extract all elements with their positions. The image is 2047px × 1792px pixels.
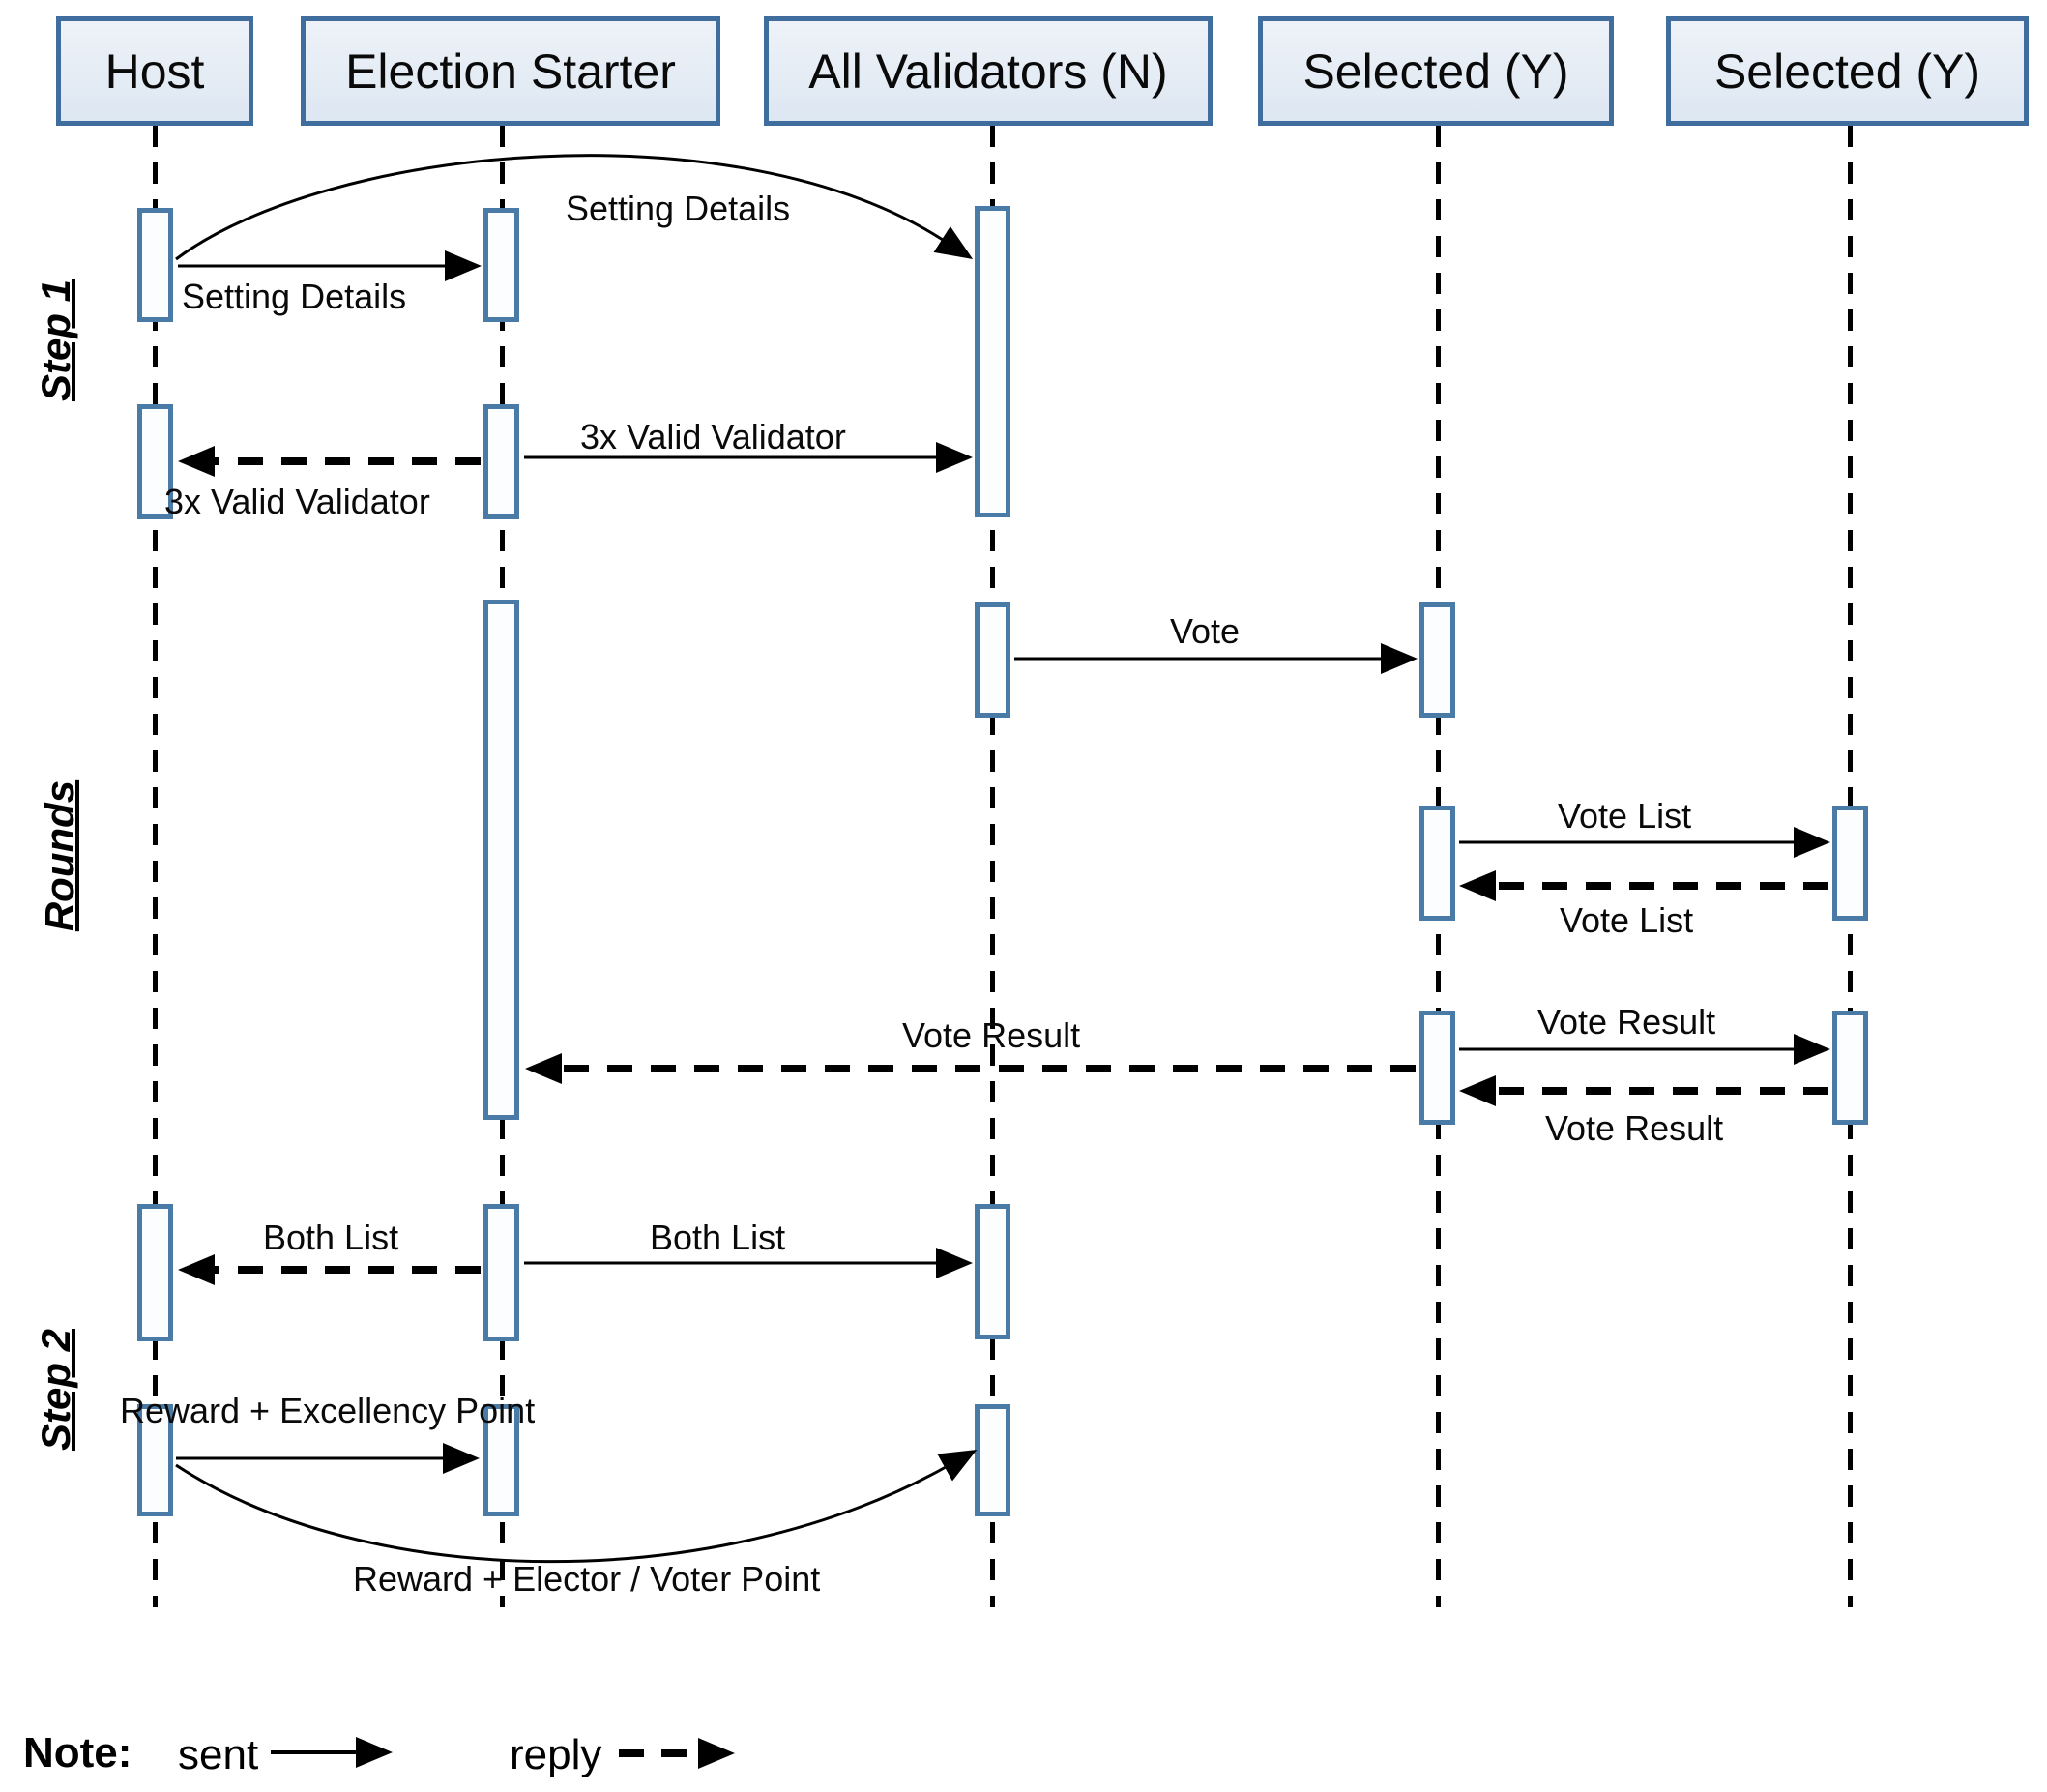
label-vote-result-sent: Vote Result — [1537, 1002, 1716, 1042]
actor-election-starter-label: Election Starter — [345, 44, 676, 99]
actor-host-label: Host — [104, 44, 205, 99]
section-step-2: Step 2 — [33, 1328, 78, 1452]
activation-validators-vote — [975, 602, 1010, 718]
actor-selected-1-label: Selected (Y) — [1302, 44, 1569, 99]
actor-all-validators-label: All Validators (N) — [808, 44, 1168, 99]
label-reward-elector-voter: Reward + Elector / Voter Point — [353, 1559, 821, 1599]
legend-sent-label: sent — [178, 1731, 259, 1778]
activation-selected2-voteresult — [1832, 1011, 1868, 1125]
actor-host: Host — [56, 16, 253, 126]
label-both-list-reply: Both List — [263, 1218, 399, 1257]
activation-selected1-vote — [1419, 602, 1455, 718]
activation-validators-bothlist — [975, 1204, 1010, 1339]
activation-starter-reward — [483, 1404, 519, 1516]
actor-election-starter: Election Starter — [301, 16, 720, 126]
lifeline-host — [153, 126, 158, 1607]
activation-host-setting — [137, 208, 173, 322]
actor-selected-2-label: Selected (Y) — [1713, 44, 1981, 99]
activation-validators-setup — [975, 206, 1010, 517]
activation-starter-rounds — [483, 600, 519, 1120]
activation-starter-bothlist — [483, 1204, 519, 1341]
label-valid-validator-sent: 3x Valid Validator — [580, 417, 846, 456]
lifeline-all-validators — [990, 126, 995, 1607]
actor-all-validators: All Validators (N) — [764, 16, 1213, 126]
activation-host-reward — [137, 1404, 173, 1516]
label-reward-excellency: Reward + Excellency Point — [120, 1391, 536, 1430]
label-both-list-sent: Both List — [650, 1218, 786, 1257]
legend-reply-label: reply — [510, 1731, 602, 1778]
label-vote: Vote — [1170, 611, 1241, 651]
activation-host-validator — [137, 404, 173, 519]
activation-starter-setting — [483, 208, 519, 322]
actor-selected-1: Selected (Y) — [1258, 16, 1614, 126]
legend-note-label: Note: — [23, 1729, 132, 1777]
arrow-setting-details-broadcast — [175, 154, 974, 261]
label-setting-details: Setting Details — [182, 277, 407, 316]
label-vote-result-reply: Vote Result — [1545, 1108, 1724, 1148]
activation-host-bothlist — [137, 1204, 173, 1341]
label-vote-result-to-starter: Vote Result — [902, 1015, 1081, 1055]
label-setting-details-broadcast: Setting Details — [566, 189, 791, 228]
label-vote-list-reply: Vote List — [1560, 900, 1694, 940]
section-step-1: Step 1 — [33, 279, 78, 402]
activation-starter-validator — [483, 404, 519, 519]
activation-selected1-voteresult — [1419, 1011, 1455, 1125]
label-valid-validator-reply: 3x Valid Validator — [164, 482, 430, 521]
section-rounds: Rounds — [37, 779, 82, 932]
activation-selected1-votelist — [1419, 806, 1455, 921]
actor-selected-2: Selected (Y) — [1666, 16, 2029, 126]
activation-validators-reward — [975, 1404, 1010, 1516]
label-vote-list-sent: Vote List — [1558, 796, 1692, 836]
arrow-reward-elector-broadcast — [175, 1449, 978, 1564]
activation-selected2-votelist — [1832, 806, 1868, 921]
